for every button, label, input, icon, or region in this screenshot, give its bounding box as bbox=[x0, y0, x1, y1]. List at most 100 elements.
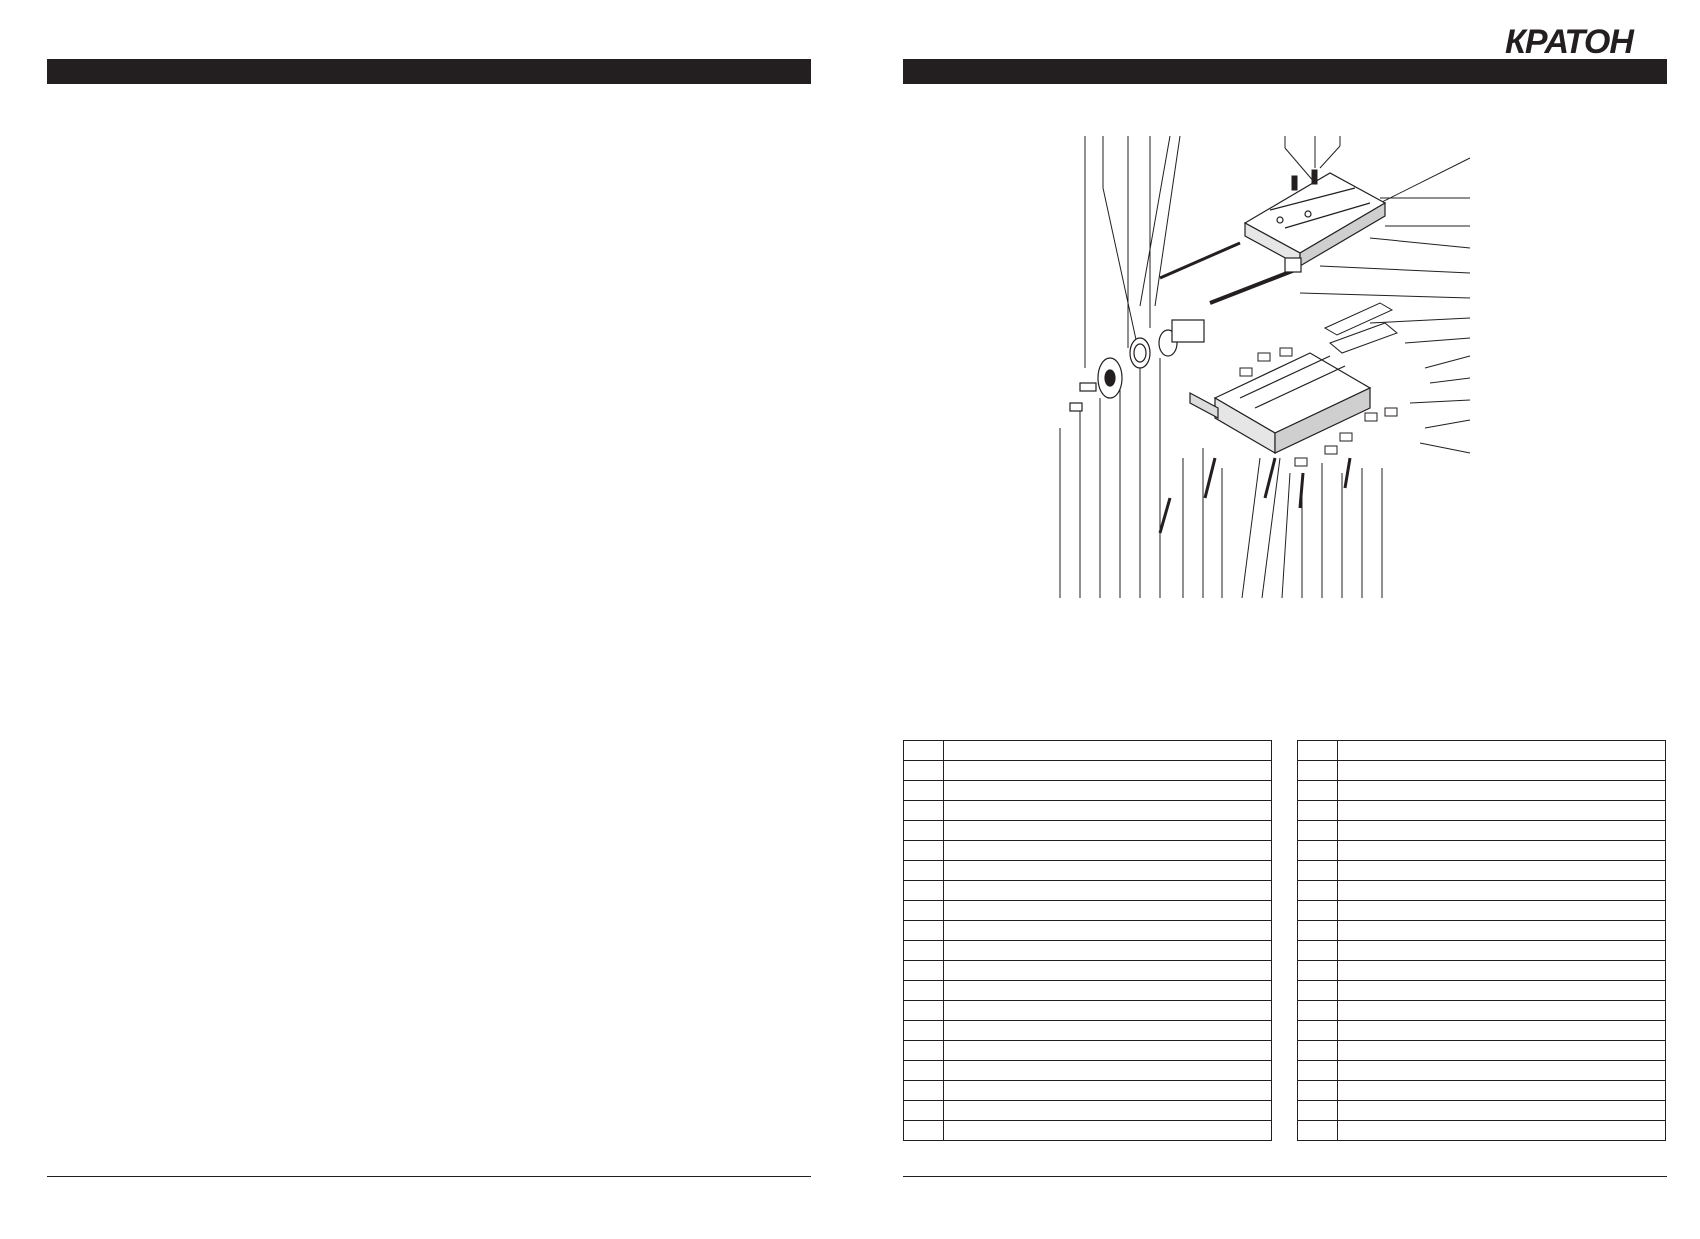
part-description-cell bbox=[1337, 760, 1666, 781]
table-row bbox=[1297, 1000, 1666, 1021]
part-number-cell bbox=[1297, 880, 1338, 901]
part-description-cell bbox=[1337, 1000, 1666, 1021]
part-number-cell bbox=[903, 1060, 944, 1081]
part-number-cell bbox=[1297, 900, 1338, 921]
part-description-cell bbox=[1337, 1100, 1666, 1121]
part-description-cell bbox=[943, 820, 1272, 841]
part-description-cell bbox=[943, 780, 1272, 801]
table-row bbox=[903, 920, 1272, 941]
table-row bbox=[903, 740, 1272, 761]
table-row bbox=[1297, 1020, 1666, 1041]
table-row bbox=[903, 880, 1272, 901]
gib-strips bbox=[1323, 302, 1398, 354]
part-number-cell bbox=[1297, 860, 1338, 881]
part-description-cell bbox=[943, 800, 1272, 821]
part-number-cell bbox=[903, 900, 944, 921]
table-row bbox=[903, 960, 1272, 981]
part-description-cell bbox=[943, 1020, 1272, 1041]
part-number-cell bbox=[1297, 940, 1338, 961]
exploded-view-diagram bbox=[1059, 135, 1471, 599]
part-description-cell bbox=[1337, 1060, 1666, 1081]
table-row bbox=[1297, 1060, 1666, 1081]
part-description-cell bbox=[943, 1120, 1272, 1141]
part-description-cell bbox=[1337, 860, 1666, 881]
table-row bbox=[1297, 840, 1666, 861]
part-description-cell bbox=[943, 880, 1272, 901]
part-description-cell bbox=[943, 1060, 1272, 1081]
part-number-cell bbox=[1297, 800, 1338, 821]
table-row bbox=[1297, 780, 1666, 801]
part-number-cell bbox=[1297, 760, 1338, 781]
part-number-cell bbox=[1297, 1060, 1338, 1081]
part-description-cell bbox=[1337, 900, 1666, 921]
part-number-cell bbox=[1297, 780, 1338, 801]
part-number-cell bbox=[903, 860, 944, 881]
part-number-cell bbox=[1297, 1000, 1338, 1021]
table-row bbox=[903, 1080, 1272, 1101]
left-footer-rule bbox=[47, 1176, 811, 1177]
part-number-cell bbox=[1297, 1100, 1338, 1121]
part-number-cell bbox=[903, 960, 944, 981]
table-row bbox=[903, 800, 1272, 821]
part-description-cell bbox=[943, 1040, 1272, 1061]
part-description-cell bbox=[1337, 920, 1666, 941]
part-number-cell bbox=[903, 780, 944, 801]
work-table bbox=[1243, 172, 1387, 268]
part-description-cell bbox=[943, 980, 1272, 1001]
table-row bbox=[903, 900, 1272, 921]
part-number-cell bbox=[903, 980, 944, 1001]
saddle-base bbox=[1189, 352, 1372, 455]
part-number-cell bbox=[903, 820, 944, 841]
part-description-cell bbox=[943, 940, 1272, 961]
part-description-cell bbox=[1337, 1040, 1666, 1061]
table-row bbox=[1297, 740, 1666, 761]
table-row bbox=[1297, 960, 1666, 981]
table-row bbox=[1297, 820, 1666, 841]
brand-logo: КРАТОН bbox=[1505, 23, 1634, 61]
parts-table-left bbox=[903, 740, 1272, 1141]
table-row bbox=[903, 860, 1272, 881]
table-row bbox=[903, 1020, 1272, 1041]
part-number-cell bbox=[1297, 820, 1338, 841]
table-row bbox=[903, 1040, 1272, 1061]
leader-lines-top bbox=[1084, 135, 1341, 368]
leader-lines-bottom bbox=[1059, 358, 1383, 599]
table-row bbox=[1297, 1040, 1666, 1061]
part-number-cell bbox=[1297, 1120, 1338, 1141]
clamps-and-screws bbox=[1158, 347, 1398, 534]
table-row bbox=[1297, 880, 1666, 901]
part-number-cell bbox=[903, 880, 944, 901]
table-row bbox=[903, 780, 1272, 801]
part-number-cell bbox=[903, 1040, 944, 1061]
lead-screw bbox=[1159, 241, 1302, 305]
part-number-cell bbox=[903, 1080, 944, 1101]
part-number-cell bbox=[903, 760, 944, 781]
part-description-cell bbox=[1337, 940, 1666, 961]
part-description-cell bbox=[943, 760, 1272, 781]
table-row bbox=[1297, 900, 1666, 921]
part-description-cell bbox=[943, 840, 1272, 861]
table-row bbox=[903, 1120, 1272, 1141]
table-row bbox=[1297, 1100, 1666, 1121]
table-row bbox=[1297, 1080, 1666, 1101]
part-number-cell bbox=[903, 1120, 944, 1141]
part-number-cell bbox=[903, 940, 944, 961]
part-description-cell bbox=[943, 1100, 1272, 1121]
part-description-cell bbox=[1337, 1120, 1666, 1141]
part-number-cell bbox=[1297, 1080, 1338, 1101]
part-description-cell bbox=[1337, 800, 1666, 821]
part-number-cell bbox=[903, 840, 944, 861]
table-row bbox=[903, 1060, 1272, 1081]
right-header-bar bbox=[903, 59, 1667, 84]
part-description-cell bbox=[943, 740, 1272, 761]
part-description-cell bbox=[1337, 840, 1666, 861]
table-row bbox=[1297, 940, 1666, 961]
table-row bbox=[1297, 920, 1666, 941]
part-number-cell bbox=[903, 920, 944, 941]
part-description-cell bbox=[1337, 1080, 1666, 1101]
table-row bbox=[1297, 980, 1666, 1001]
part-description-cell bbox=[1337, 880, 1666, 901]
part-number-cell bbox=[1297, 960, 1338, 981]
table-row bbox=[903, 760, 1272, 781]
part-number-cell bbox=[1297, 920, 1338, 941]
